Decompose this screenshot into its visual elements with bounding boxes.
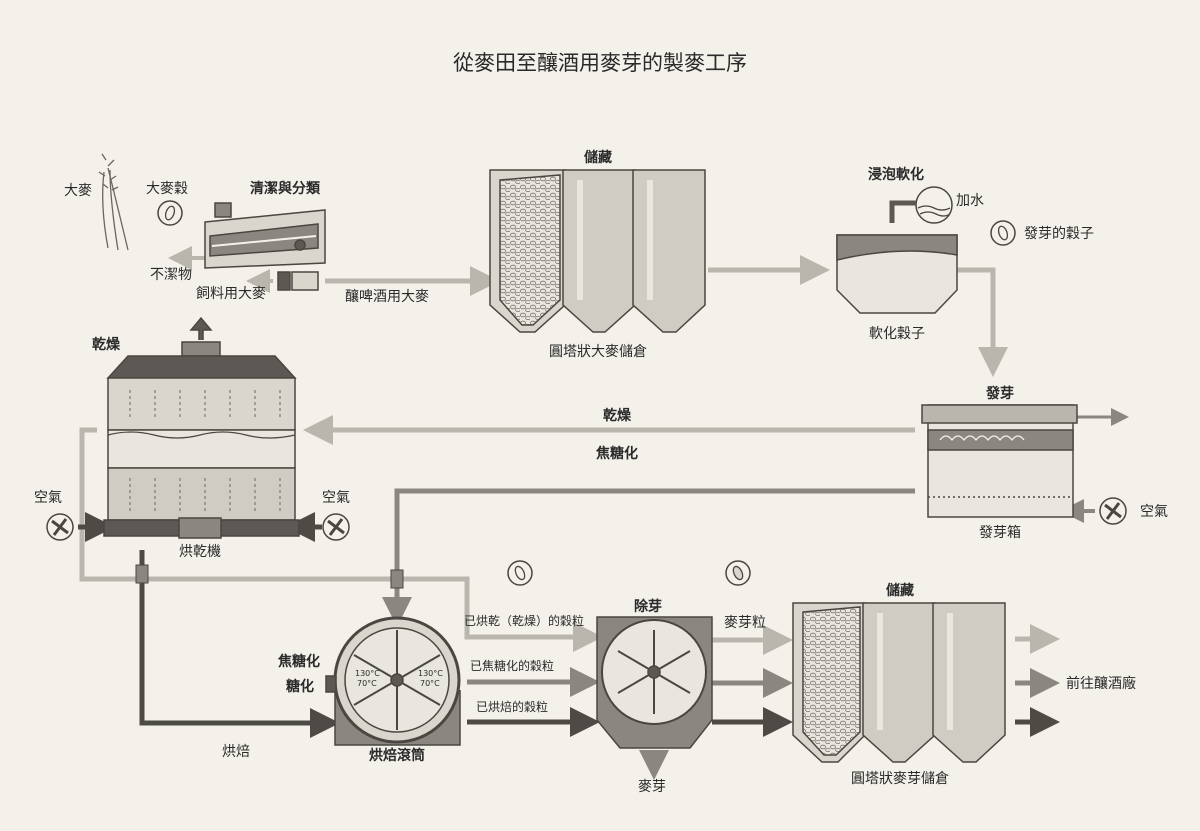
kiln-dryer	[103, 316, 300, 539]
label-cleaning: 清潔與分類	[250, 180, 321, 197]
fan-left-icon	[46, 513, 74, 541]
label-silo-malt: 圓塔狀麥芽儲倉	[851, 771, 949, 787]
germinated-grain-icon	[990, 220, 1016, 246]
fan-right-icon	[1099, 497, 1127, 525]
label-caramel-left-1: 焦糖化	[277, 653, 320, 670]
label-drying-arrow: 乾燥	[603, 407, 632, 424]
label-kiln-title: 乾燥	[92, 336, 121, 353]
label-storage-bottom: 儲藏	[885, 582, 914, 599]
flow-arrow-dried-grain	[79, 427, 603, 652]
label-temp-2b: 70°C	[420, 679, 440, 688]
label-drum: 烘焙滾筒	[369, 747, 425, 764]
label-germinated-grain: 發芽的穀子	[1024, 226, 1094, 242]
label-kiln: 烘乾機	[179, 544, 221, 560]
steeping-tank	[836, 186, 958, 314]
label-impurities: 不潔物	[150, 267, 192, 283]
label-feed-barley: 飼料用大麥	[196, 286, 266, 302]
label-storage-top: 儲藏	[583, 149, 612, 166]
barley-plant-icon	[98, 153, 129, 251]
label-malt-sprouts: 麥芽	[638, 779, 666, 795]
roasting-drum	[325, 616, 461, 746]
fan-mid-icon	[322, 513, 350, 541]
label-air-mid: 空氣	[322, 490, 350, 506]
barley-grain-icon	[157, 200, 183, 226]
flow-arrow-roasting	[139, 550, 340, 738]
flow-arrow-to-germination	[955, 267, 1008, 377]
label-temp-2a: 130°C	[418, 669, 443, 678]
label-dried-grain: 已烘乾（乾燥）的穀粒	[464, 613, 584, 628]
degerming-machine	[596, 616, 713, 749]
label-roasting: 烘焙	[222, 744, 250, 760]
flow-arrow-caramel	[382, 488, 915, 627]
label-degerm: 除芽	[634, 598, 662, 615]
malt-silos	[792, 602, 1006, 763]
dried-grain-icon	[507, 560, 533, 586]
germination-box	[921, 404, 1078, 518]
label-steeping: 浸泡軟化	[868, 166, 924, 183]
barley-silos	[489, 169, 706, 333]
label-silo-barley: 圓塔狀大麥儲倉	[549, 344, 647, 360]
label-germination: 發芽	[985, 385, 1014, 402]
label-softened-grain: 軟化穀子	[869, 326, 925, 342]
label-to-brewery: 前往釀酒廠	[1066, 675, 1136, 692]
label-roasted-grain: 已烘焙的穀粒	[476, 699, 548, 714]
label-brewing-barley: 釀啤酒用大麥	[345, 288, 429, 305]
label-caramel-grain: 已焦糖化的穀粒	[470, 658, 554, 673]
label-temp-1a: 130°C	[355, 669, 380, 678]
pipe-joint-mid	[390, 569, 404, 589]
label-temp-1b: 70°C	[357, 679, 377, 688]
cleaning-machine	[204, 202, 326, 291]
label-barley-grain: 大麥穀	[146, 181, 188, 197]
pipe-joint-left	[135, 564, 149, 584]
diagram-title: 從麥田至釀酒用麥芽的製麥工序	[453, 51, 747, 75]
label-germ-box: 發芽箱	[979, 525, 1021, 541]
malt-grain-icon	[725, 560, 751, 586]
label-add-water: 加水	[956, 193, 984, 209]
label-malt-grain: 麥芽粒	[724, 615, 766, 631]
label-air-left: 空氣	[34, 490, 62, 506]
label-barley: 大麥	[64, 183, 92, 199]
label-caramel-left-2: 糖化	[286, 678, 314, 695]
label-air-right: 空氣	[1140, 504, 1168, 520]
label-caramel-arrow: 焦糖化	[595, 445, 638, 462]
